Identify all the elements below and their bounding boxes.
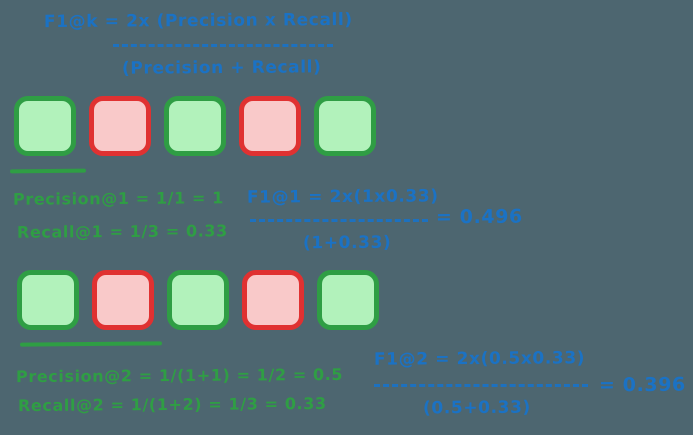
f1-at-2-result: = 0.396 xyxy=(598,373,686,397)
recall-at-1-text: Recall@1 = 1/3 = 0.33 xyxy=(16,221,228,242)
results-row-1 xyxy=(14,96,376,156)
precision-at-1-text: Precision@1 = 1/1 = 1 xyxy=(12,188,224,209)
results-row-2 xyxy=(17,270,379,330)
main-formula-fraction-line xyxy=(113,44,333,47)
result-item-relevant xyxy=(167,270,229,330)
f1-at-2-fraction-line xyxy=(374,384,588,387)
f1-at-2-numerator: F1@2 = 2x(0.5x0.33) xyxy=(373,348,586,370)
result-item-irrelevant xyxy=(92,270,154,330)
result-item-relevant xyxy=(314,96,376,156)
top-k-cutoff-underline-1 xyxy=(9,168,87,174)
recall-at-2-text: Recall@2 = 1/(1+2) = 1/3 = 0.33 xyxy=(17,393,327,416)
f1-at-1-numerator: F1@1 = 2x(1x0.33) xyxy=(246,186,439,208)
result-item-irrelevant xyxy=(89,96,151,156)
f1-at-1-fraction-line xyxy=(250,219,428,222)
main-formula-denominator: (Precision + Recall) xyxy=(121,57,322,79)
result-item-relevant xyxy=(14,96,76,156)
f1-at-1-result: = 0.496 xyxy=(435,205,523,229)
result-item-irrelevant xyxy=(239,96,301,156)
precision-at-2-text: Precision@2 = 1/(1+1) = 1/2 = 0.5 xyxy=(15,364,344,387)
f1-at-1-denominator: (1+0.33) xyxy=(302,232,392,254)
result-item-relevant xyxy=(317,270,379,330)
result-item-irrelevant xyxy=(242,270,304,330)
result-item-relevant xyxy=(17,270,79,330)
top-k-cutoff-underline-2 xyxy=(19,341,163,347)
f1-at-2-denominator: (0.5+0.33) xyxy=(422,397,531,419)
main-formula-numerator: F1@k = 2x (Precision x Recall) xyxy=(43,9,353,33)
result-item-relevant xyxy=(164,96,226,156)
